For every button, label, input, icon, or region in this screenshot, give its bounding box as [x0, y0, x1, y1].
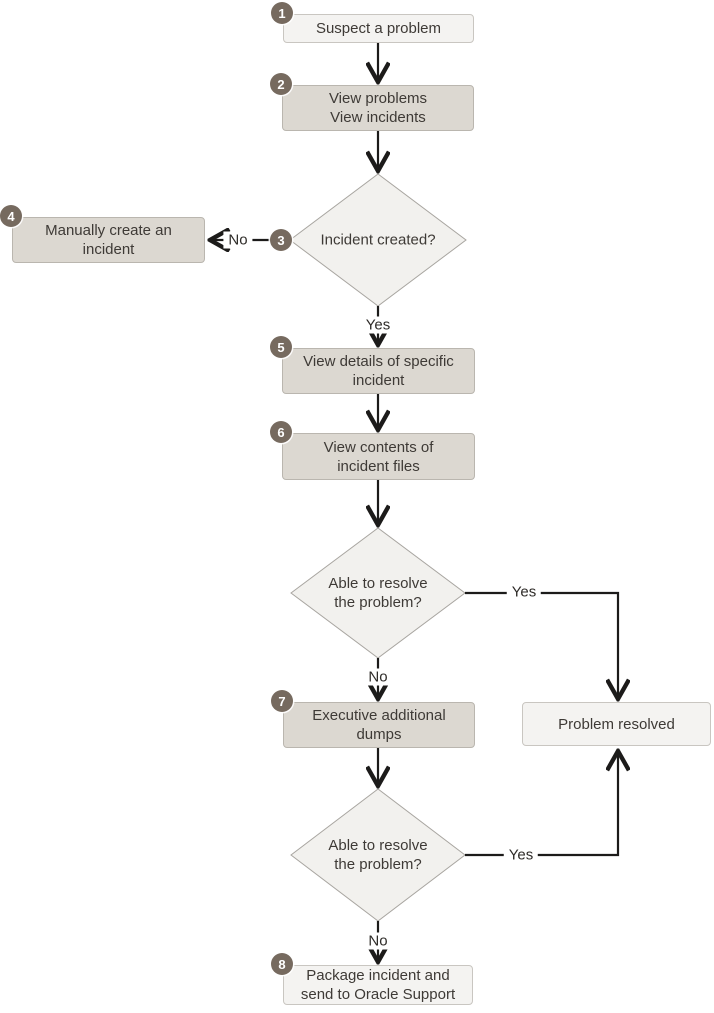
edge-label-yes-resolve-1: Yes [506, 583, 542, 601]
node-manually-create-incident: 4 Manually create an incident [0, 205, 205, 263]
node-package-incident-oracle-support: 8 Package incident and send to Oracle Su… [271, 953, 473, 1005]
node-label: View contents of incident files [323, 438, 434, 475]
node-label: Package incident and send to Oracle Supp… [300, 967, 456, 1003]
node-label: Manually create an incident [45, 222, 172, 258]
node-suspect-a-problem: 1 Suspect a problem [271, 2, 474, 43]
node-problem-resolved: Problem resolved [522, 702, 711, 746]
step-badge-7: 7 [271, 690, 293, 712]
decision-able-to-resolve-1: Able to resolve the problem? [328, 575, 428, 611]
decision-able-to-resolve-2: Able to resolve the problem? [328, 837, 428, 873]
node-label: Executive additional dumps [312, 707, 446, 743]
decision-incident-created: Incident created? [320, 231, 436, 249]
node-view-problems-incidents: 2 View problems View incidents [270, 73, 474, 131]
node-label: View problems View incidents [328, 90, 428, 126]
node-label: Suspect a problem [315, 20, 442, 37]
step-badge-4: 4 [0, 205, 22, 227]
node-view-details-incident: 5 View details of specific incident [270, 336, 475, 394]
node-view-contents-incident-files: 6 View contents of incident files [270, 421, 475, 480]
edge-label-no-incident: No [223, 231, 253, 249]
step-badge-3: 3 [270, 229, 292, 251]
edge-label-no-resolve-1: No [363, 668, 393, 686]
edge-decisionA-resolved-yes [465, 591, 618, 699]
edge-decisionB-resolved-yes [465, 751, 618, 857]
step-badge-2: 2 [270, 73, 292, 95]
edge-label-yes-incident: Yes [360, 316, 396, 334]
step-badge-1: 1 [271, 2, 293, 24]
node-label: View details of specific incident [303, 353, 454, 389]
edge-label-no-resolve-2: No [363, 932, 393, 950]
node-label: Problem resolved [558, 715, 675, 733]
step-badge-5: 5 [270, 336, 292, 358]
step-badge-6: 6 [270, 421, 292, 443]
edge-label-yes-resolve-2: Yes [503, 846, 539, 864]
node-executive-additional-dumps: 7 Executive additional dumps [271, 690, 475, 748]
step-badge-8: 8 [271, 953, 293, 975]
